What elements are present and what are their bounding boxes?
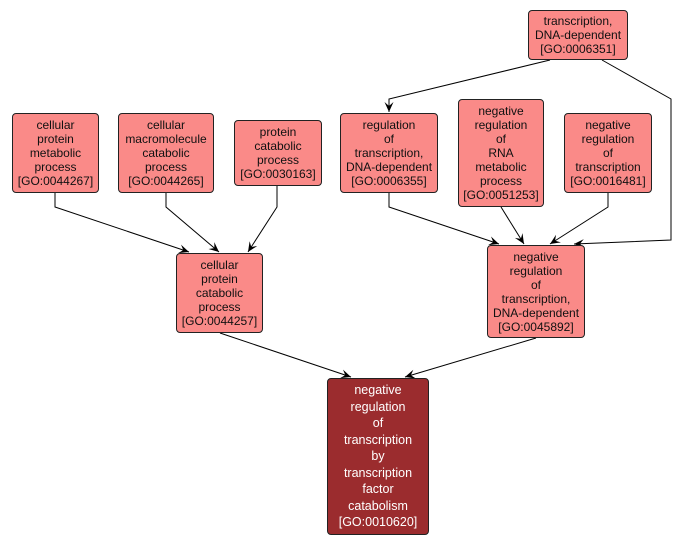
go-term-label-line: metabolic [29, 146, 82, 160]
go-term-label-line: catabolic [142, 146, 190, 160]
go-term-label-line: transcription [343, 432, 413, 447]
go-term-label-line: regulation [474, 118, 528, 132]
edge-line [500, 206, 525, 245]
go-term-label-line: catabolic [195, 286, 244, 300]
go-term-label-line: transcription, [501, 291, 571, 306]
go-term-id: [GO:0051253] [463, 188, 539, 202]
go-term-label-line: regulation [362, 118, 416, 132]
go-term-label-line: transcription, [543, 14, 613, 28]
arrowhead-icon [208, 242, 219, 252]
go-term-label-line: cellular [146, 118, 185, 132]
go-term-label-line: of [530, 277, 541, 292]
go-term-label-line: DNA-dependent [534, 28, 622, 42]
go-term-id: [GO:0016481] [570, 174, 646, 188]
arrowhead-icon [550, 234, 561, 244]
go-term-label-line: cellular [200, 258, 239, 272]
go-term-label-line: negative [513, 249, 559, 264]
edge-line [549, 193, 609, 245]
edge-line [247, 186, 278, 253]
go-term-id: [GO:0045892] [498, 319, 574, 334]
go-term-label-line: negative [478, 104, 524, 118]
go-term-label-line: regulation [509, 263, 563, 278]
edge-line [573, 59, 672, 245]
go-term-label-line: macromolecule [125, 132, 207, 146]
edge-line [404, 337, 537, 378]
go-term-id: [GO:0006355] [351, 174, 427, 188]
edge-go-0016481-to-go-0045892 [549, 193, 609, 245]
go-term-label-line: process [34, 160, 77, 174]
go-term-label-line: of [372, 416, 384, 431]
edge-line [54, 193, 190, 253]
edge-line [219, 332, 352, 378]
go-term-label-line: of [602, 146, 613, 160]
go-term-label-line: negative [354, 383, 402, 398]
edge-go-0044257-to-go-0010620 [219, 332, 352, 379]
edge-go-0051253-to-go-0045892 [500, 206, 525, 245]
go-term-node-go-0006351[interactable]: transcription,DNA-dependent[GO:0006351] [528, 10, 628, 60]
go-term-id: [GO:0010620] [338, 515, 418, 530]
arrowhead-icon [178, 244, 189, 254]
arrowhead-icon [514, 233, 524, 244]
go-term-label-line: transcription, [354, 146, 424, 160]
go-term-label-line: process [479, 174, 523, 188]
arrowhead-icon [248, 241, 258, 252]
go-term-label-line: protein [37, 132, 74, 146]
go-term-label-line: process [198, 300, 241, 314]
go-term-label-line: DNA-dependent [492, 305, 580, 320]
go-term-label-line: transcription [575, 160, 641, 174]
go-term-label-line: regulation [350, 399, 406, 414]
go-term-id: [GO:0006351] [540, 42, 616, 56]
go-term-label-line: catabolic [254, 139, 302, 153]
arrowhead-icon [405, 369, 416, 379]
edge-go-0030163-to-go-0044257 [247, 186, 278, 253]
go-term-label-line: of [495, 132, 506, 146]
go-term-label-line: of [383, 132, 394, 146]
arrowhead-icon [340, 369, 351, 379]
go-term-id: [GO:0044257] [181, 314, 258, 328]
go-term-label-line: cellular [36, 118, 75, 132]
go-term-id: [GO:0044267] [17, 174, 94, 188]
go-term-label-line: RNA [488, 146, 514, 160]
go-term-id: [GO:0044265] [128, 174, 204, 188]
go-term-label-line: metabolic [475, 160, 527, 174]
edge-go-0045892-to-go-0010620 [404, 337, 537, 379]
go-term-label-line: negative [585, 118, 631, 132]
edge-go-0044267-to-go-0044257 [54, 193, 190, 254]
go-term-label-line: process [256, 153, 300, 167]
edge-line [165, 193, 220, 253]
arrowhead-icon [488, 236, 499, 246]
go-term-label-line: regulation [581, 132, 635, 146]
go-term-label-line: protein [259, 125, 297, 139]
go-term-id: [GO:0030163] [240, 167, 316, 181]
go-term-label-line: by [371, 449, 385, 464]
edge-go-0044265-to-go-0044257 [165, 193, 220, 253]
go-term-label-line: transcription [343, 465, 413, 480]
edge-line [388, 193, 500, 245]
go-term-label-line: DNA-dependent [345, 160, 433, 174]
go-term-label-line: factor [362, 482, 394, 497]
go-term-label-line: protein [201, 272, 238, 286]
edge-go-0006355-to-go-0045892 [388, 193, 500, 246]
go-term-label-line: process [144, 160, 188, 174]
edge-go-0006351-to-go-0006355 [384, 59, 551, 112]
arrowhead-icon [384, 102, 394, 112]
go-term-label-line: catabolism [348, 498, 408, 513]
